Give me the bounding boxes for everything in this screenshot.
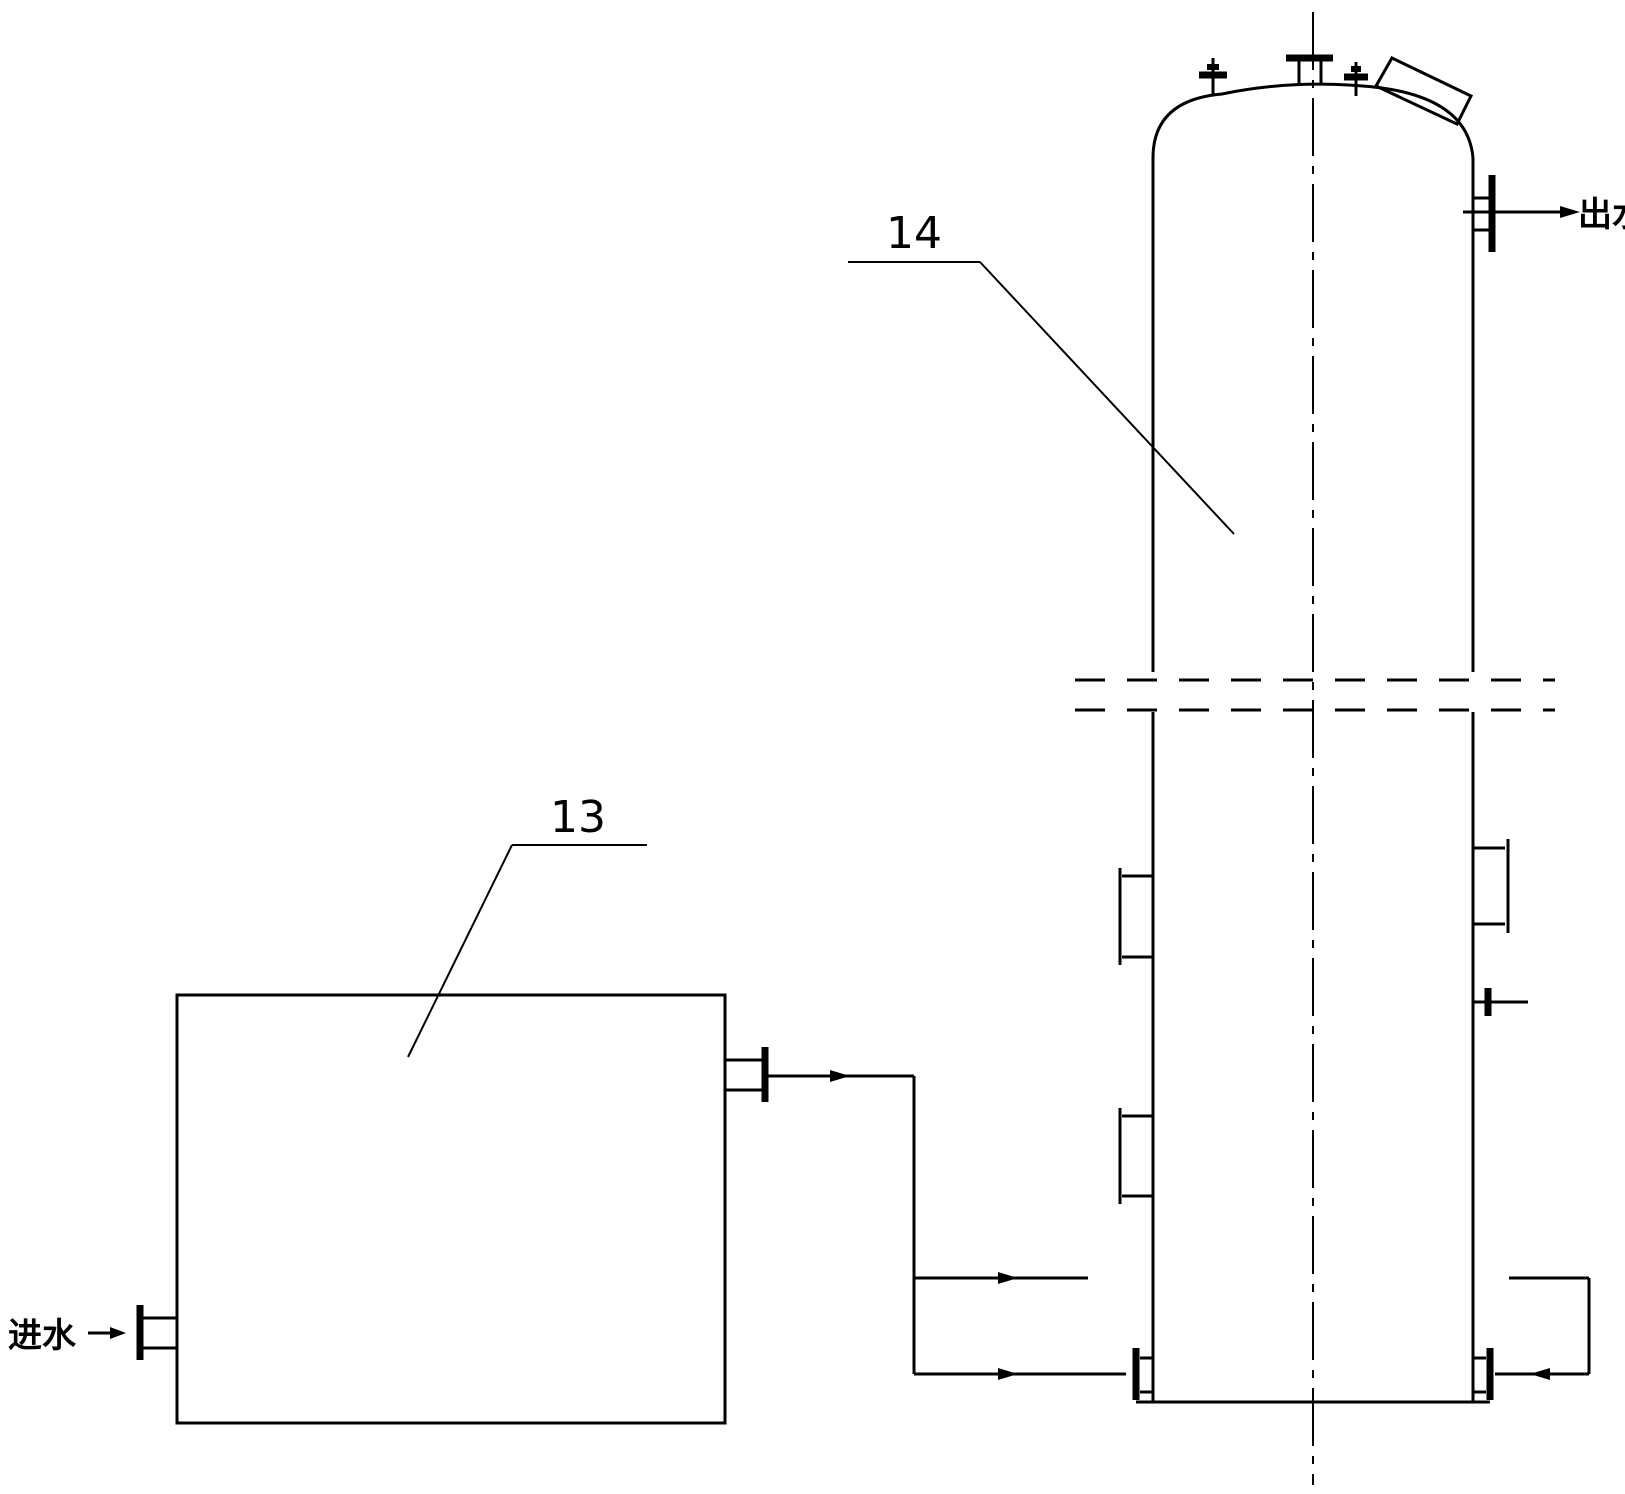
recirculation-loop <box>1495 1276 1591 1380</box>
right-small-fitting <box>1473 988 1528 1016</box>
tank-inlet-nozzle <box>136 1305 177 1360</box>
inlet-label: 进水 <box>8 1316 77 1356</box>
bottom-nozzle-right <box>1473 1348 1494 1400</box>
top-fitting-angled <box>1373 56 1474 126</box>
top-fitting-left <box>1199 58 1227 96</box>
flow-arrow-1 <box>830 1070 850 1082</box>
flow-arrow-3 <box>998 1368 1018 1380</box>
column-leader <box>848 261 1235 535</box>
inlet-arrow <box>88 1327 126 1339</box>
tank-label: 13 <box>550 792 606 843</box>
top-fitting-right <box>1344 62 1368 96</box>
left-side-nozzle-1 <box>1118 868 1153 965</box>
flow-arrow-2 <box>998 1272 1018 1284</box>
tank-leader <box>407 844 647 1058</box>
connecting-piping <box>767 1070 1126 1380</box>
right-side-nozzle-1 <box>1473 839 1510 933</box>
top-fitting-center <box>1286 54 1333 84</box>
column-label: 14 <box>886 208 942 259</box>
column-14 <box>848 12 1591 1485</box>
bottom-nozzle-left <box>1132 1348 1153 1400</box>
break-lines <box>1075 678 1555 712</box>
column-dome <box>1151 82 1475 159</box>
tank-outlet-nozzle <box>725 1047 769 1102</box>
left-side-nozzle-2 <box>1118 1108 1153 1204</box>
column-outlet-nozzle <box>1463 175 1580 252</box>
tank-body <box>175 993 727 1425</box>
outlet-label: 出水 <box>1578 195 1625 235</box>
tank-13 <box>88 844 769 1425</box>
